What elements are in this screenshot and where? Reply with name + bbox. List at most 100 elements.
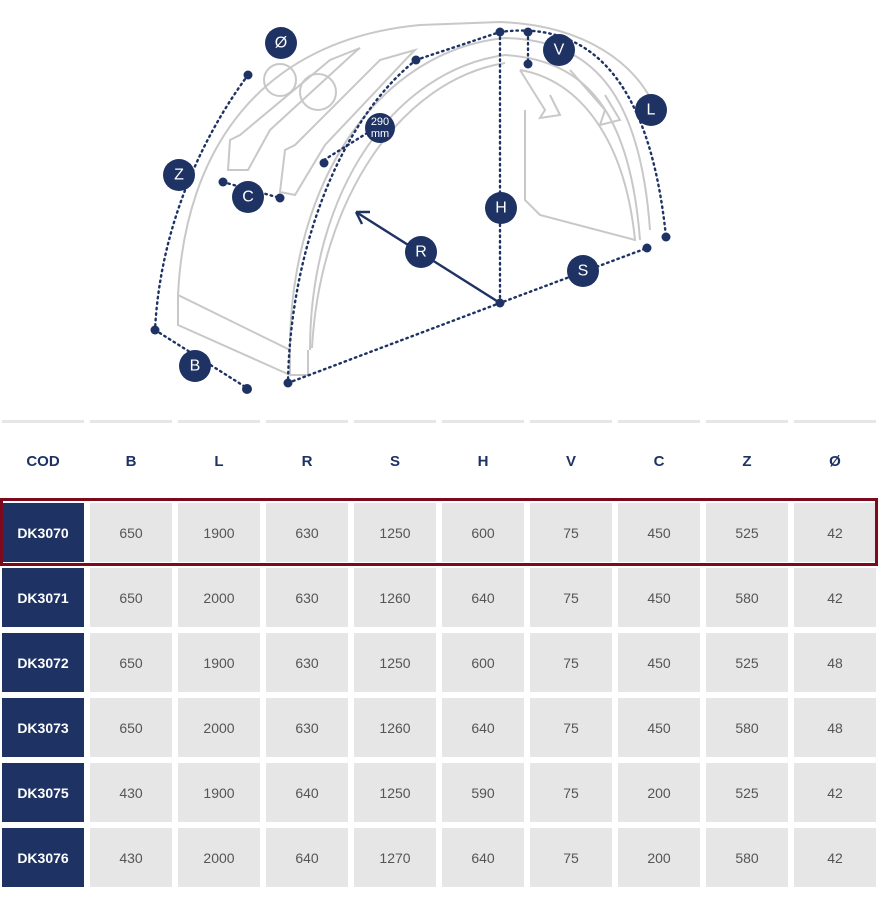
dimension-value: 450 bbox=[618, 568, 700, 627]
dimension-value: 75 bbox=[530, 698, 612, 757]
dimension-value: 1260 bbox=[354, 568, 436, 627]
svg-text:290: 290 bbox=[371, 116, 389, 128]
dimension-value: 42 bbox=[794, 763, 876, 822]
dimension-value: 42 bbox=[794, 828, 876, 887]
dimension-value: 450 bbox=[618, 503, 700, 562]
dimension-value: 1270 bbox=[354, 828, 436, 887]
dimension-value: 650 bbox=[90, 633, 172, 692]
dimension-value: 1250 bbox=[354, 763, 436, 822]
svg-text:Z: Z bbox=[174, 167, 184, 184]
column-header: Ø bbox=[794, 426, 876, 496]
header-divider bbox=[178, 420, 260, 423]
header-divider bbox=[530, 420, 612, 423]
dimension-value: 630 bbox=[266, 568, 348, 627]
svg-text:C: C bbox=[242, 189, 254, 206]
product-code: DK3075 bbox=[2, 763, 84, 822]
dimension-value: 1900 bbox=[178, 633, 260, 692]
dimension-value: 2000 bbox=[178, 828, 260, 887]
label-r: R bbox=[405, 236, 437, 268]
product-code: DK3073 bbox=[2, 698, 84, 757]
dimension-value: 600 bbox=[442, 503, 524, 562]
svg-text:Ø: Ø bbox=[275, 35, 287, 52]
dimension-value: 2000 bbox=[178, 698, 260, 757]
header-divider bbox=[706, 420, 788, 423]
dimension-value: 630 bbox=[266, 698, 348, 757]
product-code: DK3076 bbox=[2, 828, 84, 887]
svg-text:R: R bbox=[415, 244, 427, 261]
dimension-value: 75 bbox=[530, 763, 612, 822]
dimension-value: 600 bbox=[442, 633, 524, 692]
label-b: B bbox=[179, 350, 211, 382]
label-l: L bbox=[635, 94, 667, 126]
dimension-value: 450 bbox=[618, 633, 700, 692]
dimension-value: 630 bbox=[266, 633, 348, 692]
column-header: V bbox=[530, 426, 612, 496]
column-header: Z bbox=[706, 426, 788, 496]
svg-text:S: S bbox=[578, 263, 589, 280]
dimension-value: 580 bbox=[706, 568, 788, 627]
column-header: COD bbox=[2, 426, 84, 496]
product-code: DK3070 bbox=[2, 503, 84, 562]
dimension-value: 450 bbox=[618, 698, 700, 757]
label-diameter: Ø bbox=[265, 27, 297, 59]
dimension-value: 42 bbox=[794, 568, 876, 627]
column-header: R bbox=[266, 426, 348, 496]
dimension-value: 1260 bbox=[354, 698, 436, 757]
dimension-value: 48 bbox=[794, 633, 876, 692]
product-code: DK3071 bbox=[2, 568, 84, 627]
dimension-value: 1250 bbox=[354, 633, 436, 692]
svg-text:L: L bbox=[647, 102, 656, 119]
svg-text:H: H bbox=[495, 200, 507, 217]
header-divider bbox=[2, 420, 84, 423]
dimension-value: 430 bbox=[90, 763, 172, 822]
dimension-value: 75 bbox=[530, 633, 612, 692]
dimension-value: 525 bbox=[706, 633, 788, 692]
label-s: S bbox=[567, 255, 599, 287]
header-divider bbox=[90, 420, 172, 423]
dimension-lines bbox=[153, 29, 668, 390]
dimension-value: 525 bbox=[706, 503, 788, 562]
header-divider bbox=[618, 420, 700, 423]
dimension-value: 430 bbox=[90, 828, 172, 887]
dimension-value: 1900 bbox=[178, 503, 260, 562]
dimension-value: 1250 bbox=[354, 503, 436, 562]
column-header: C bbox=[618, 426, 700, 496]
label-v: V bbox=[543, 34, 575, 66]
dimension-value: 640 bbox=[266, 763, 348, 822]
dimension-value: 1900 bbox=[178, 763, 260, 822]
fender-outline bbox=[177, 20, 661, 377]
svg-text:B: B bbox=[190, 358, 201, 375]
product-code: DK3072 bbox=[2, 633, 84, 692]
label-c: C bbox=[232, 181, 264, 213]
fender-dimension-diagram: Ø V L Z C 290 mm H R S B bbox=[150, 20, 671, 394]
column-header: B bbox=[90, 426, 172, 496]
column-header: H bbox=[442, 426, 524, 496]
dimension-value: 2000 bbox=[178, 568, 260, 627]
dimension-value: 650 bbox=[90, 698, 172, 757]
label-290mm: 290 mm bbox=[365, 113, 395, 143]
dimension-value: 525 bbox=[706, 763, 788, 822]
dimension-value: 640 bbox=[442, 698, 524, 757]
dimension-value: 75 bbox=[530, 828, 612, 887]
label-z: Z bbox=[163, 159, 195, 191]
header-divider bbox=[794, 420, 876, 423]
dimension-value: 75 bbox=[530, 503, 612, 562]
dimension-value: 640 bbox=[442, 568, 524, 627]
dimension-points bbox=[150, 27, 671, 394]
dimension-value: 650 bbox=[90, 503, 172, 562]
dimension-value: 75 bbox=[530, 568, 612, 627]
dimension-value: 200 bbox=[618, 763, 700, 822]
dimension-value: 200 bbox=[618, 828, 700, 887]
dimension-value: 640 bbox=[266, 828, 348, 887]
label-h: H bbox=[485, 192, 517, 224]
svg-text:mm: mm bbox=[371, 128, 389, 140]
dimension-value: 42 bbox=[794, 503, 876, 562]
header-divider bbox=[266, 420, 348, 423]
